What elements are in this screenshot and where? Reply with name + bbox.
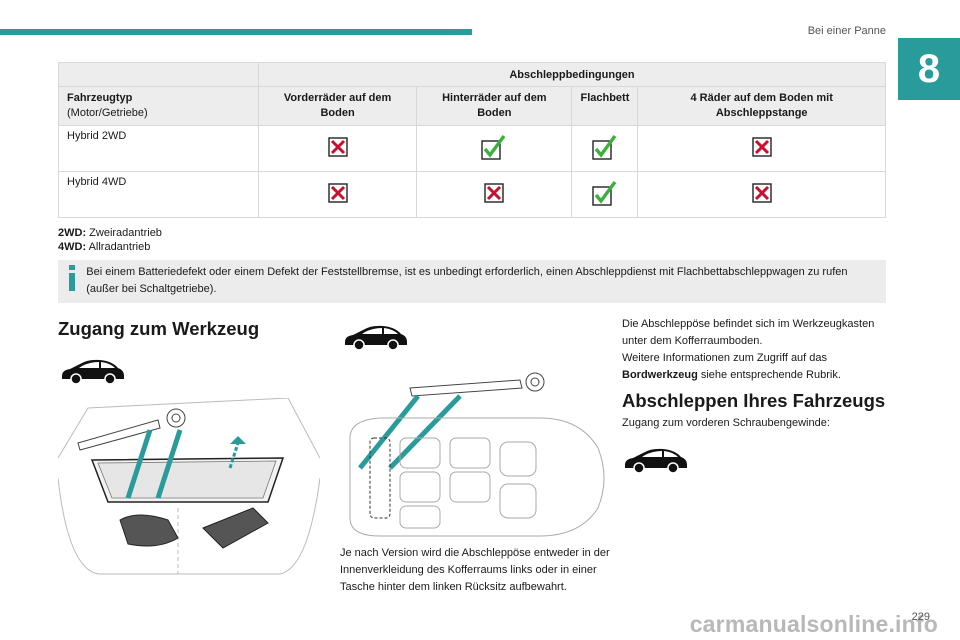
table-row: Hybrid 4WD [58, 170, 886, 218]
vehicle-type-cell: Hybrid 2WD [58, 124, 259, 172]
page-number: 229 [911, 611, 930, 623]
cross-icon [484, 182, 505, 203]
tow-eye-location-text: Die Abschleppöse befindet sich im Werkze… [622, 318, 875, 381]
trunk-tool-illustration [58, 398, 320, 575]
mark-cell [637, 124, 886, 172]
tools-heading: Zugang zum Werkzeug [58, 318, 260, 339]
cross-icon [751, 182, 772, 203]
column-header-front-wheels: Vorderräder auf dem Boden [257, 86, 418, 126]
watermark: carmanualsonline.info [689, 611, 938, 637]
info-box: Bei einem Batteriedefekt oder einem Defe… [58, 260, 886, 303]
section-title: Bei einer Panne [807, 25, 886, 37]
check-icon [592, 134, 617, 160]
legend-item: 4WD: Allradantrieb [58, 241, 151, 253]
cross-icon [751, 136, 772, 157]
column-header-flatbed: Flachbett [571, 86, 639, 126]
cross-icon [327, 136, 348, 157]
vehicle-type-label: Fahrzeugtyp [67, 92, 133, 104]
mark-cell [416, 170, 573, 218]
towing-conditions-table: Abschleppbedingungen Fahrzeugtyp (Motor/… [58, 62, 886, 218]
chapter-tab: 8 [898, 38, 960, 100]
header-accent-bar [0, 29, 472, 35]
info-text: Bei einem Batteriedefekt oder einem Defe… [86, 266, 848, 295]
column-header-tow-bar: 4 Räder auf dem Boden mit Abschleppstang… [637, 86, 886, 126]
towing-heading: Abschleppen Ihres Fahrzeugs [622, 390, 886, 411]
mark-cell [257, 124, 418, 172]
vehicle-type-sublabel: (Motor/Getriebe) [67, 106, 148, 119]
mark-cell [571, 124, 639, 172]
column-header-rear-wheels: Hinterräder auf dem Boden [416, 86, 573, 126]
mark-cell [637, 170, 886, 218]
mark-cell [257, 170, 418, 218]
front-thread-access-text: Zugang zum vorderen Schraubengewinde: [622, 417, 830, 429]
mark-cell [416, 124, 573, 172]
cross-icon [327, 182, 348, 203]
check-icon [481, 134, 506, 160]
table-row: Hybrid 2WD [58, 124, 886, 172]
table-empty-corner [58, 62, 259, 87]
table-group-header: Abschleppbedingungen [258, 62, 886, 87]
car-icon [345, 325, 407, 351]
vehicle-type-cell: Hybrid 4WD [58, 170, 259, 218]
car-icon [625, 448, 687, 474]
legend-item: 2WD: Zweiradantrieb [58, 227, 162, 239]
check-icon [592, 180, 617, 206]
car-icon [62, 359, 124, 385]
vehicle-type-header: Fahrzeugtyp (Motor/Getriebe) [58, 86, 259, 126]
tool-location-caption: Je nach Version wird die Abschleppöse en… [340, 547, 610, 593]
mark-cell [571, 170, 639, 218]
rear-seat-tool-illustration [349, 372, 605, 537]
info-icon [58, 260, 86, 303]
onboard-tools-ref: Bordwerkzeug [622, 369, 698, 381]
abbreviation-legend: 2WD: Zweiradantrieb 4WD: Allradantrieb [58, 226, 162, 254]
